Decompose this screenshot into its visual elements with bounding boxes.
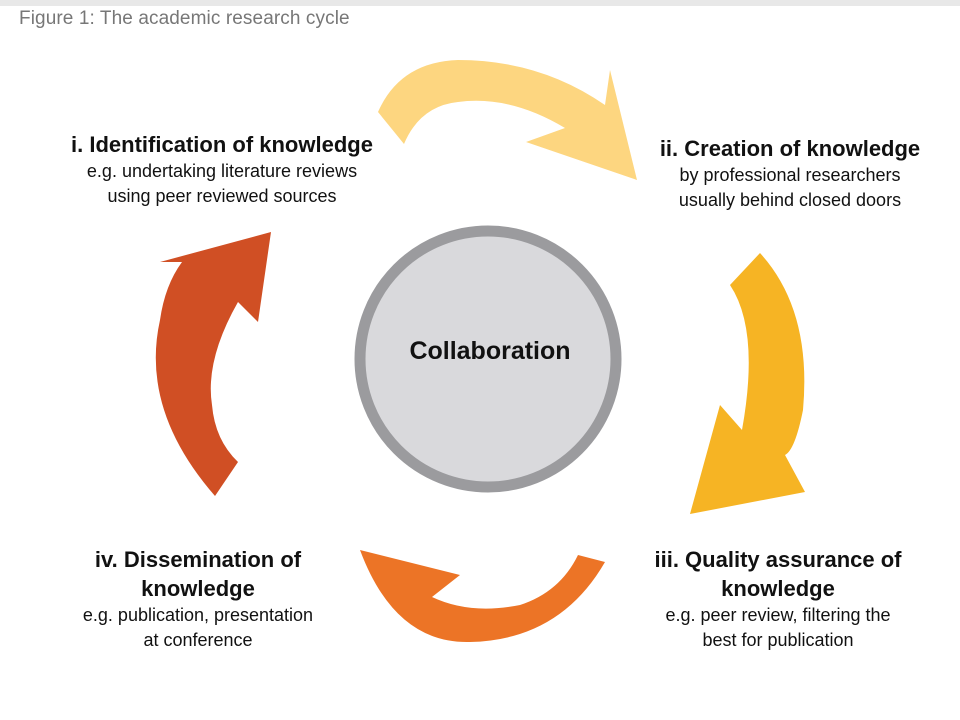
cycle-arrows	[155, 60, 805, 643]
arrow-dissemination-to-identification	[155, 232, 271, 496]
stage-title: iii. Quality assurance of	[654, 547, 902, 572]
stage-title: ii. Creation of knowledge	[659, 136, 921, 161]
arrow-creation-to-quality	[690, 253, 805, 514]
top-rule	[0, 0, 960, 6]
stage-quality-assurance: iii. Quality assurance of knowledge e.g.…	[628, 545, 928, 653]
arrow-identification-to-creation	[378, 60, 637, 180]
stage-description-line: by professional researchers	[679, 165, 901, 185]
figure-caption: Figure 1: The academic research cycle	[19, 8, 350, 29]
collaboration-circle-shape	[354, 225, 622, 493]
stage-description-line: best for publication	[702, 630, 854, 650]
stage-creation: ii. Creation of knowledge by professiona…	[630, 134, 950, 213]
stage-description-line: at conference	[143, 630, 253, 650]
stage-description-line: usually behind closed doors	[678, 190, 902, 210]
arrow-quality-to-dissemination	[360, 550, 605, 643]
stage-description-line: e.g. undertaking literature reviews	[86, 161, 358, 181]
stage-title: iv. Dissemination of	[94, 547, 302, 572]
stage-description-line: e.g. publication, presentation	[82, 605, 314, 625]
stage-title: i. Identification of knowledge	[71, 132, 373, 157]
stage-title: knowledge	[721, 576, 835, 601]
collaboration-label: Collaboration	[409, 337, 571, 365]
stage-identification: i. Identification of knowledge e.g. unde…	[22, 130, 422, 209]
collaboration-circle	[354, 225, 622, 493]
stage-description-line: using peer reviewed sources	[107, 186, 337, 206]
stage-dissemination: iv. Dissemination of knowledge e.g. publ…	[48, 545, 348, 653]
stage-description-line: e.g. peer review, filtering the	[665, 605, 891, 625]
stage-title: knowledge	[141, 576, 255, 601]
